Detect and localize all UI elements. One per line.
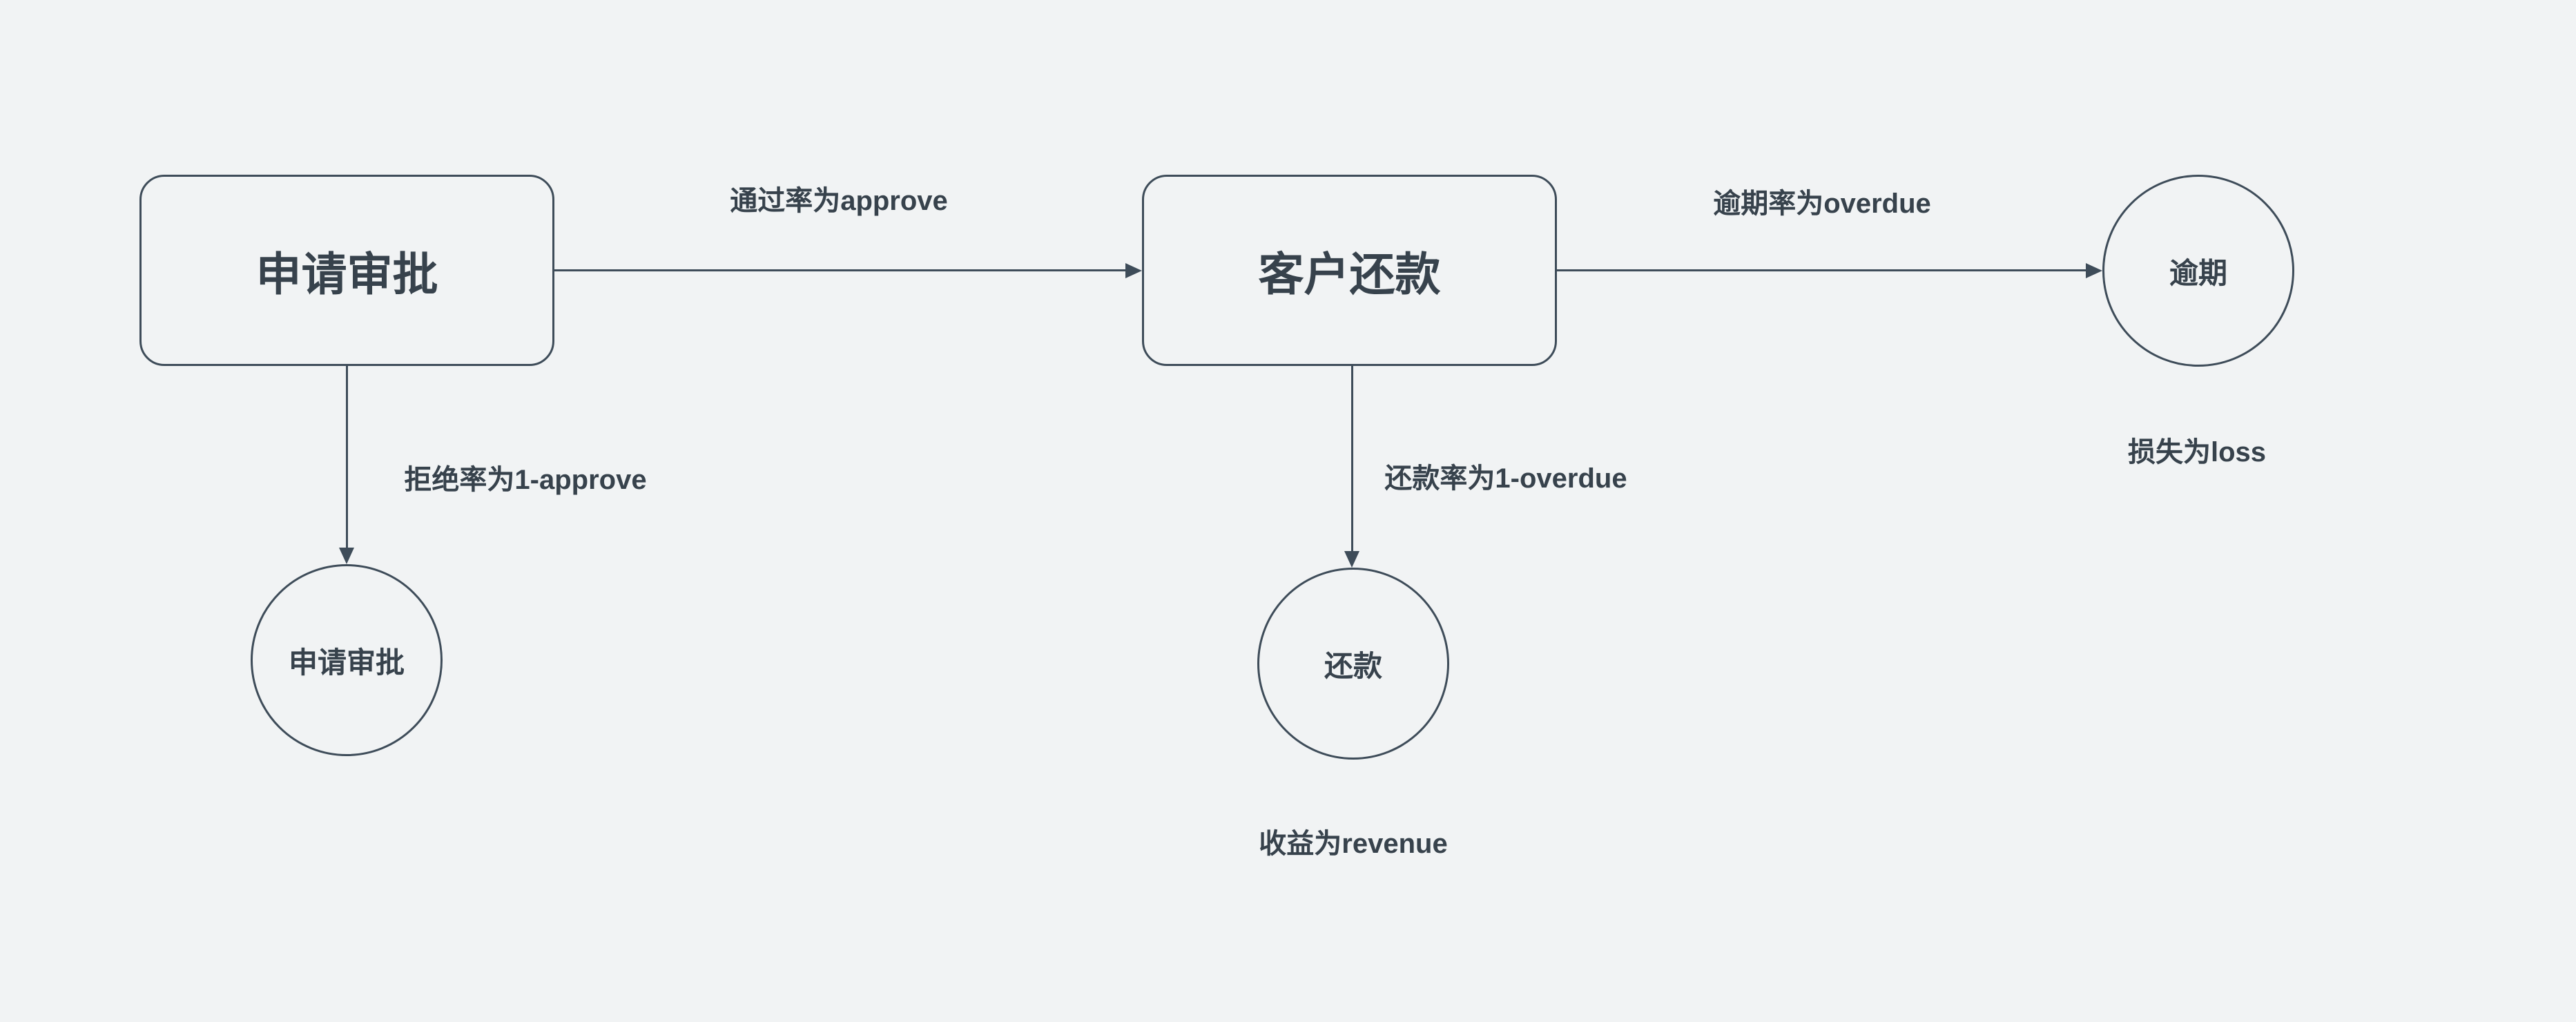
node-reject-circle[interactable]: 申请审批 (251, 564, 443, 756)
edge-repay-arrowhead (1344, 551, 1359, 568)
node-overdue-circle[interactable]: 逾期 (2102, 175, 2294, 367)
node-apply-box[interactable]: 申请审批 (139, 175, 554, 366)
node-repaid-circle[interactable]: 还款 (1257, 568, 1449, 760)
edge-pass-label[interactable]: 通过率为approve (730, 186, 948, 216)
node-reject-circle-label: 申请审批 (288, 646, 405, 679)
edge-reject-label[interactable]: 拒绝率为1-approve (404, 465, 647, 495)
node-repayment-box[interactable]: 客户还款 (1142, 175, 1557, 366)
edge-repay-label[interactable]: 还款率为1-overdue (1384, 463, 1627, 494)
edge-reject-arrowhead (339, 548, 354, 564)
edge-overdue-label[interactable]: 逾期率为overdue (1713, 189, 1931, 219)
edge-pass-line[interactable] (554, 269, 1125, 271)
edge-reject-line[interactable] (346, 366, 348, 548)
note-revenue-label[interactable]: 收益为revenue (1259, 829, 1448, 859)
edge-pass-arrowhead (1125, 263, 1142, 278)
node-apply-box-label: 申请审批 (255, 248, 438, 300)
node-repaid-circle-label: 还款 (1324, 649, 1382, 682)
node-repayment-box-label: 客户还款 (1258, 248, 1441, 300)
edge-overdue-line[interactable] (1557, 269, 2086, 271)
edge-overdue-arrowhead (2086, 263, 2102, 278)
edge-repay-line[interactable] (1351, 366, 1353, 551)
note-loss-label[interactable]: 损失为loss (2127, 437, 2267, 467)
node-overdue-circle-label: 逾期 (2169, 256, 2227, 289)
